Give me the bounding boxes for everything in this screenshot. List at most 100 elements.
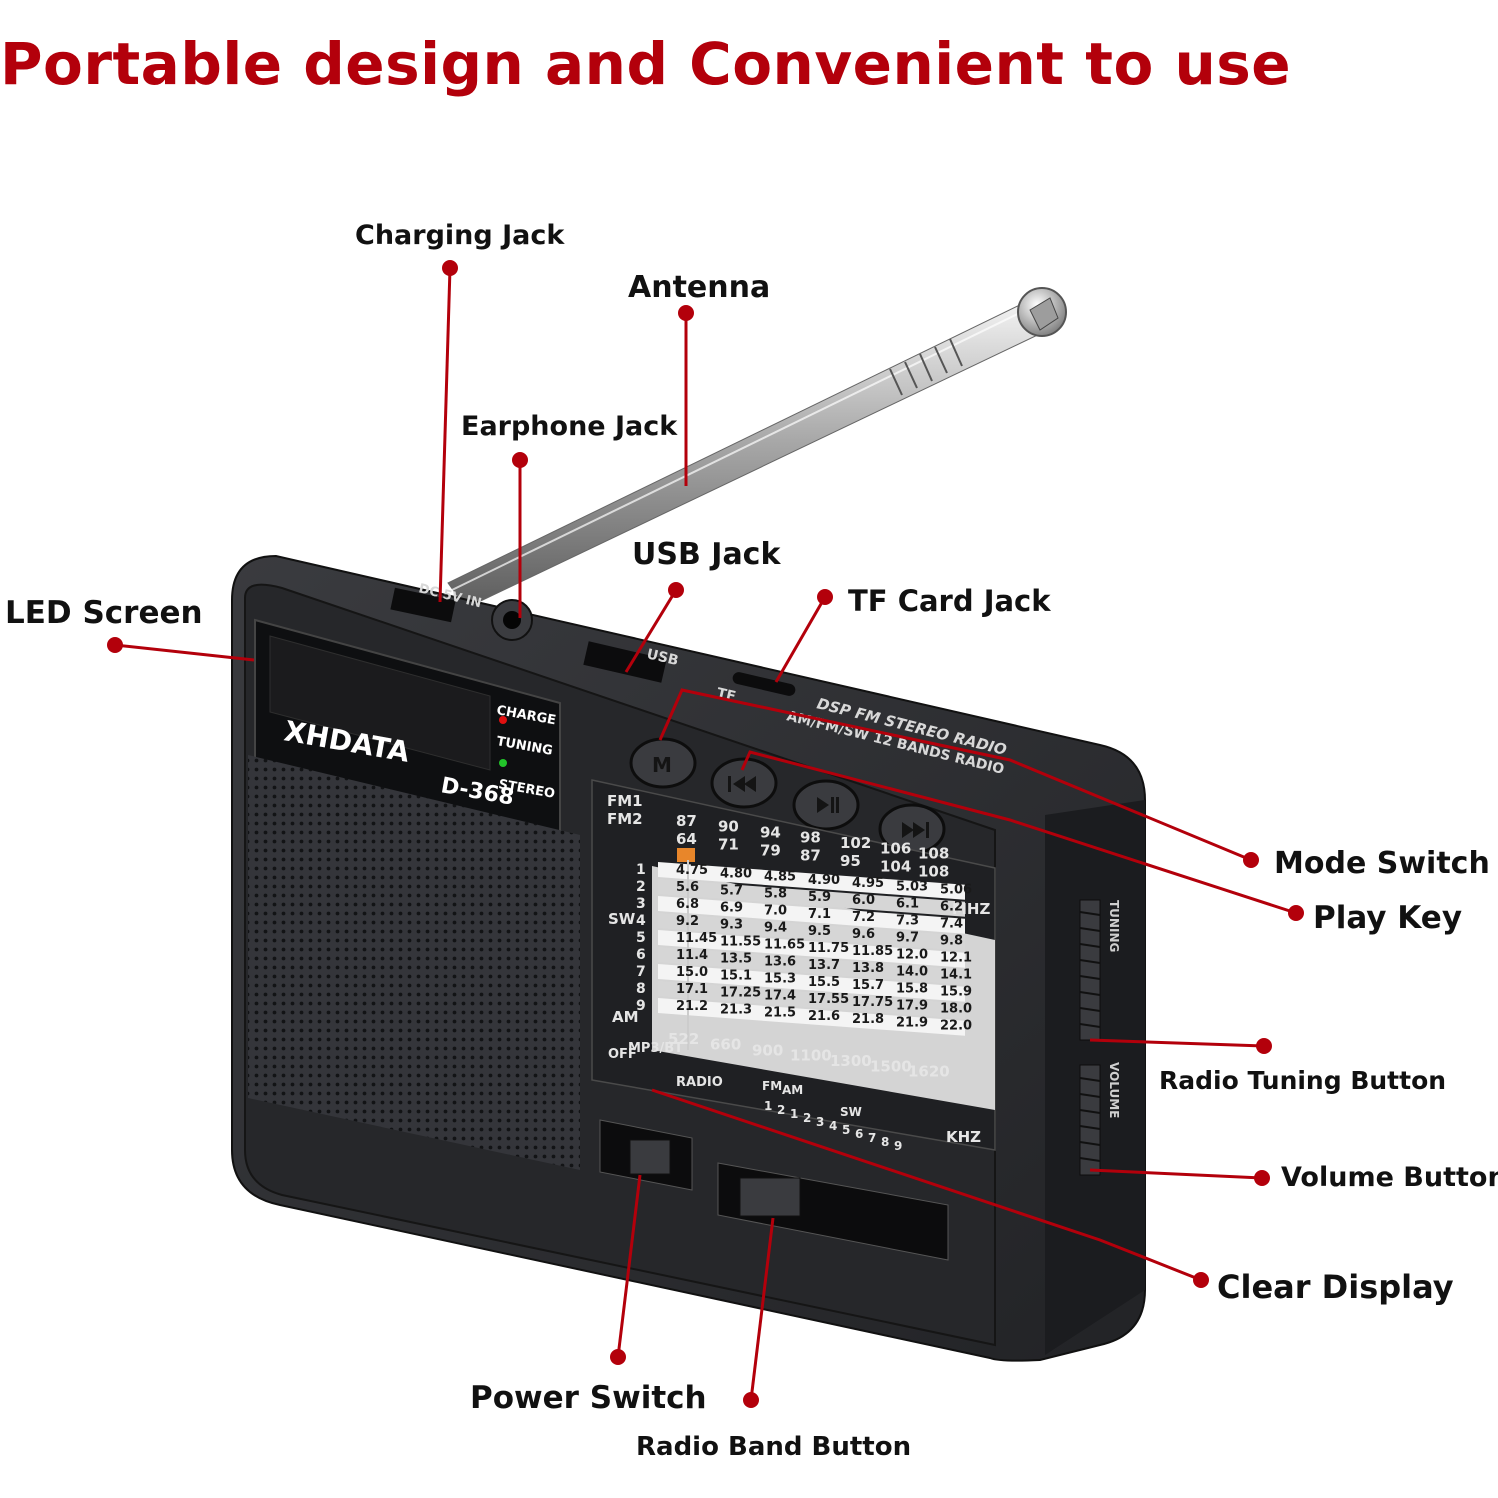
sw-band-value: 5.7: [720, 883, 743, 898]
sw-band-value: 21.8: [852, 1012, 884, 1027]
power-switch[interactable]: [629, 1139, 671, 1175]
sw-band-value: 13.7: [808, 958, 840, 973]
sw-band-value: 15.3: [764, 972, 796, 987]
band-number: 2: [777, 1103, 785, 1117]
sw-band-value: 11.65: [764, 938, 805, 953]
sw-band-value: 14.0: [896, 964, 928, 979]
off-label: OFF: [608, 1047, 637, 1062]
band-number: 3: [816, 1115, 824, 1129]
sw-band-value: 4.85: [764, 870, 796, 885]
am-value: 660: [710, 1036, 741, 1054]
band-number: 1: [764, 1099, 772, 1113]
sw-band-value: 15.1: [720, 968, 752, 983]
dial-scale: [591, 779, 996, 1151]
band-number: 8: [881, 1135, 889, 1149]
sw-band-stripe: [658, 964, 965, 1002]
sw-band-value: 13.5: [720, 951, 752, 966]
sw-band-value: 6.1: [896, 896, 919, 911]
sw-band-value: 17.75: [852, 995, 893, 1010]
tuning-wheel[interactable]: [1079, 899, 1101, 1041]
mode-button[interactable]: [629, 737, 697, 789]
sw-band-value: 5.8: [764, 887, 787, 902]
callout-radio-band-button: Radio Band Button: [636, 1432, 912, 1462]
sw-band-value: 7.1: [808, 907, 831, 922]
fm1-value: 106: [880, 840, 911, 858]
am-value: 900: [752, 1041, 783, 1059]
sw-band-value: 17.4: [764, 989, 796, 1004]
sw-band-stripe: [658, 862, 965, 900]
radio-band-switch[interactable]: [739, 1177, 801, 1217]
sw-band-value: 5.6: [676, 880, 699, 895]
fm1-value: 108: [918, 845, 949, 863]
sw-band-value: 9.7: [896, 930, 919, 945]
control-buttons: M: [629, 737, 946, 855]
sw-band-value: 12.1: [940, 951, 972, 966]
sw-band-value: 17.9: [896, 998, 928, 1013]
sw-band-value: 21.6: [808, 1009, 840, 1024]
next-icon: [902, 822, 914, 838]
sw-band-value: 9.5: [808, 924, 831, 939]
sw-band-value: 9.8: [940, 934, 963, 949]
fm1-label: FM1: [607, 792, 643, 810]
am-small-label: AM: [782, 1083, 803, 1097]
sw-band-value: 9.4: [764, 921, 787, 936]
leader-lines: [114, 267, 1297, 1401]
callout-mode-switch: Mode Switch: [1274, 846, 1490, 881]
band-number: 4: [829, 1119, 837, 1133]
fm2-value: 95: [840, 852, 861, 870]
sw-band-number: 7: [636, 964, 646, 980]
sw-band-value: 6.9: [720, 900, 743, 915]
speaker-grille: [248, 755, 580, 1170]
sw-band-value: 11.45: [676, 931, 717, 946]
sw-band-number: 5: [636, 930, 646, 946]
sw-band-value: 22.0: [940, 1019, 972, 1034]
sw-small-label: SW: [840, 1105, 862, 1119]
sw-band-value: 21.3: [720, 1002, 752, 1017]
am-value: 1500: [870, 1057, 912, 1075]
play-pause-icon: [817, 797, 829, 813]
headline: Portable design and Convenient to use: [0, 30, 1292, 98]
previous-icon: [733, 776, 745, 792]
am-label: AM: [612, 1008, 639, 1026]
sw-band-value: 5.03: [896, 879, 928, 894]
usb-jack: [583, 641, 667, 683]
sw-band-value: 11.4: [676, 948, 708, 963]
sw-band-value: 4.75: [676, 863, 708, 878]
sw-band-value: 11.55: [720, 934, 761, 949]
sw-band-value: 7.2: [852, 910, 875, 925]
mhz-label: MHZ: [952, 900, 990, 918]
sw-band-stripe: [658, 981, 965, 1019]
sw-band-stripe: [658, 930, 965, 968]
leader-dots: [107, 260, 1304, 1408]
sw-band-value: 21.2: [676, 999, 708, 1014]
charging-jack: [390, 587, 456, 623]
fm1-value: 98: [800, 829, 821, 847]
radio-label: RADIO: [676, 1075, 723, 1090]
band-number: 9: [894, 1139, 902, 1153]
sw-band-stripe: [658, 947, 965, 985]
sw-band-value: 6.8: [676, 897, 699, 912]
slide-switches: [599, 1119, 949, 1261]
sw-band-value: 6.2: [940, 900, 963, 915]
sw-band-number: 8: [636, 981, 646, 997]
volume-side-label: VOLUME: [1107, 1062, 1121, 1118]
fm2-value: 87: [800, 847, 821, 865]
fm1-value: 87: [676, 812, 697, 830]
sw-band-value: 21.9: [896, 1015, 928, 1030]
sw-band-value: 15.8: [896, 981, 928, 996]
sw-band-value: 12.0: [896, 947, 928, 962]
sw-band-value: 4.80: [720, 866, 752, 881]
am-value: 522: [668, 1030, 699, 1048]
band-number: 5: [842, 1123, 850, 1137]
sw-band-value: 5.06: [940, 883, 972, 898]
volume-wheel[interactable]: [1079, 1064, 1101, 1176]
sw-band-number: 9: [636, 998, 646, 1014]
charge-led: [499, 716, 507, 724]
sw-band-value: 7.0: [764, 904, 787, 919]
band-number: 2: [803, 1111, 811, 1125]
fm2-value: 79: [760, 841, 781, 859]
fm2-label: FM2: [607, 810, 643, 828]
callout-charging-jack: Charging Jack: [355, 220, 565, 251]
am-value: 1620: [908, 1062, 950, 1080]
mode-button-label: M: [652, 753, 672, 777]
